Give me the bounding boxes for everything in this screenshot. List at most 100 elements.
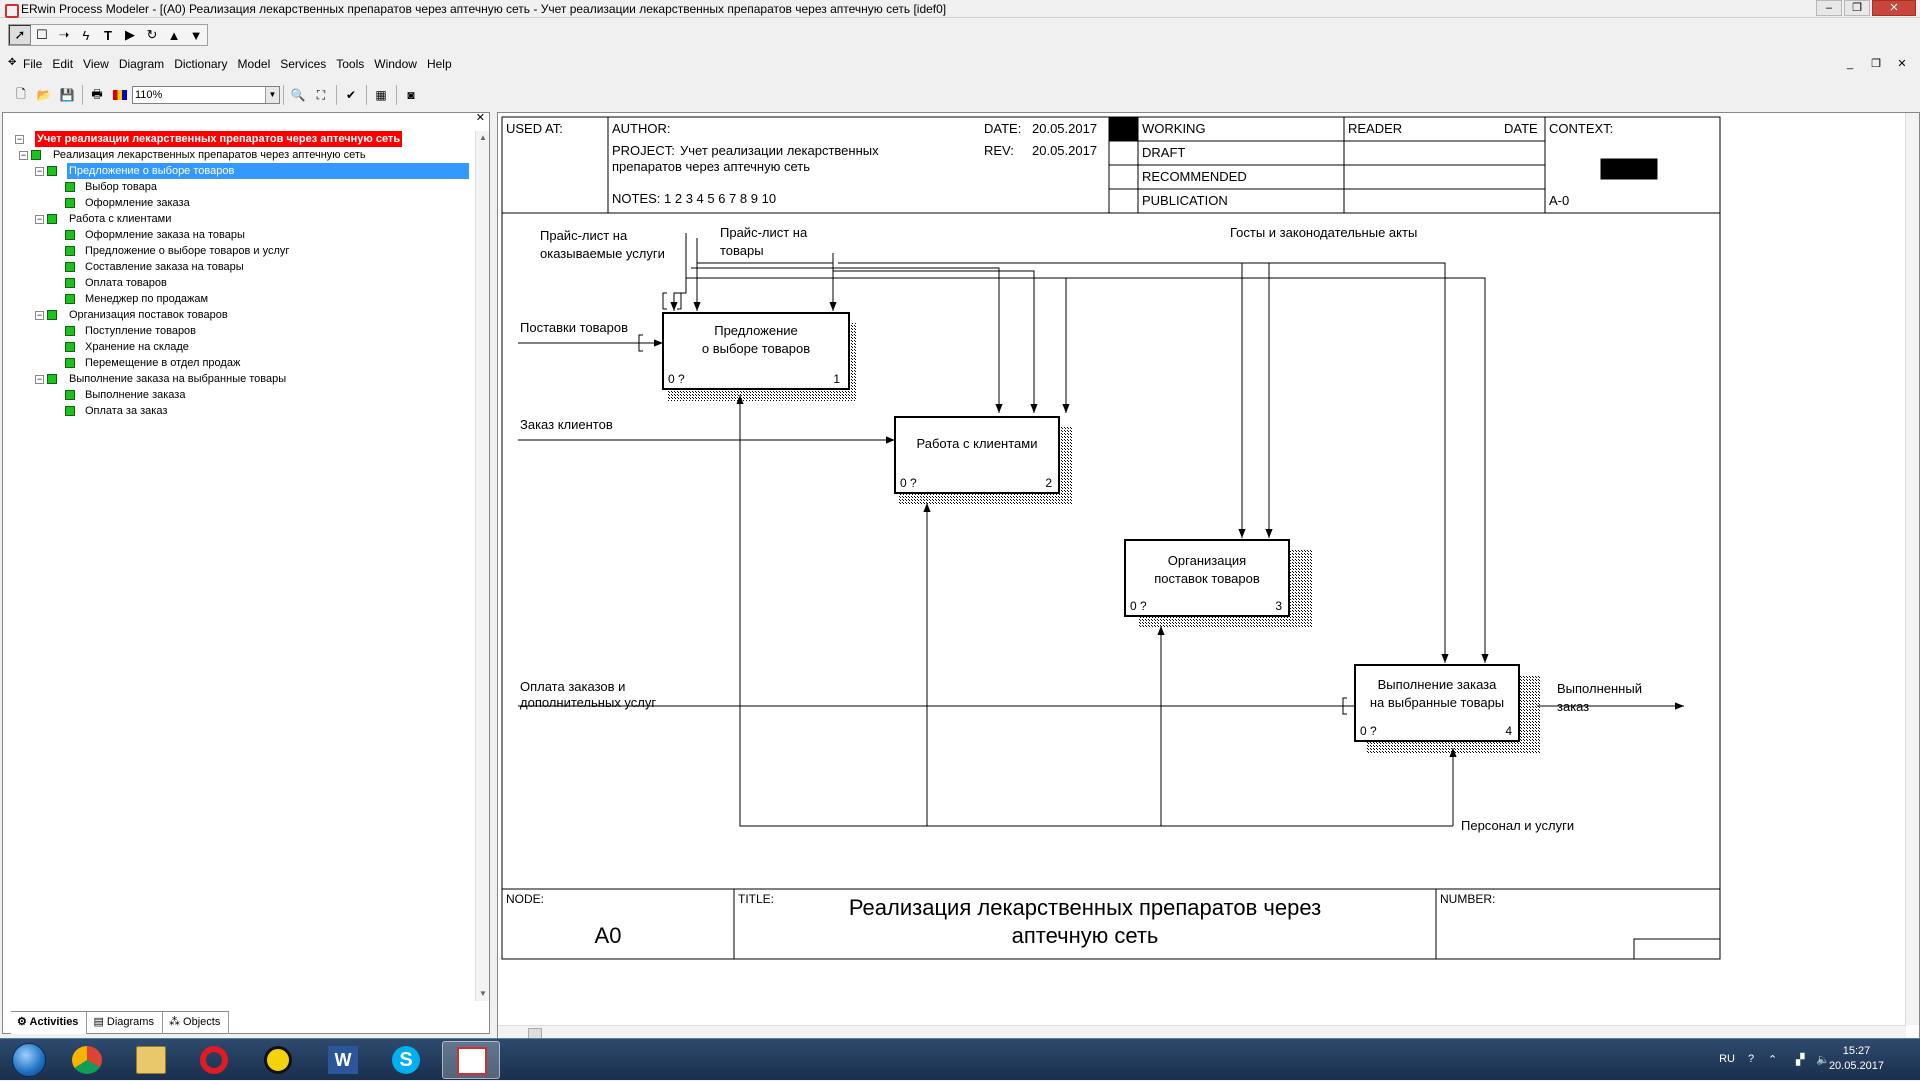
arrow-price-to-box2b[interactable] [833, 270, 1038, 413]
tab-diagrams[interactable]: ▤ Diagrams [87, 1012, 163, 1034]
tree-node-leaf[interactable]: Менеджер по продажам [7, 291, 473, 307]
mdi-doc-icon[interactable]: ✥ [8, 57, 17, 68]
model-explorer-icon[interactable]: ▦ [375, 88, 387, 102]
menu-edit[interactable]: Edit [52, 57, 74, 71]
menu-window[interactable]: Window [374, 57, 417, 71]
arrow-staff-box1[interactable] [736, 395, 1453, 827]
clock[interactable]: 15:27 20.05.2017 [1829, 1044, 1884, 1074]
label-price-services[interactable]: оказываемые услуги [540, 246, 665, 261]
tree-node-group[interactable]: − Предложение о выборе товаров [7, 163, 473, 179]
menu-model[interactable]: Model [237, 57, 271, 71]
taskbar-opera[interactable] [186, 1041, 244, 1079]
collapse-icon[interactable]: − [35, 374, 44, 384]
label-price-goods[interactable]: Прайс-лист на [720, 225, 808, 240]
menu-services[interactable]: Services [280, 57, 327, 71]
tree-node-leaf[interactable]: Оплата товаров [7, 275, 473, 291]
label-client-orders[interactable]: Заказ клиентов [520, 417, 613, 432]
volume-icon[interactable]: 🔈 [1816, 1054, 1830, 1066]
start-button[interactable] [2, 1039, 54, 1081]
taskbar-word[interactable]: W [314, 1041, 372, 1079]
tree-node-leaf[interactable]: Предложение о выборе товаров и услуг [7, 243, 473, 259]
taskbar-explorer[interactable] [122, 1041, 180, 1079]
maximize-button[interactable]: ❐ [1844, 0, 1870, 16]
label-supply[interactable]: Поставки товаров [520, 320, 628, 335]
collapse-icon[interactable]: − [15, 134, 24, 144]
menu-file[interactable]: File [23, 57, 43, 71]
new-icon[interactable]: 🗋 [16, 86, 26, 101]
menu-tools[interactable]: Tools [336, 57, 365, 71]
off-page-tool-icon[interactable]: ▶ [125, 27, 135, 42]
label-payment[interactable]: дополнительных услуг [520, 695, 656, 710]
close-button[interactable]: ✕ [1872, 0, 1916, 16]
arrow-gost-box4a[interactable] [1269, 262, 1449, 663]
tree-node-leaf[interactable]: Выбор товара [7, 179, 473, 195]
menu-view[interactable]: View [83, 57, 109, 71]
spell-check-icon[interactable]: ✔ [345, 88, 357, 102]
arrow-gost-box3b[interactable] [1242, 262, 1273, 538]
tree-node-leaf[interactable]: Выполнение заказа [7, 387, 473, 403]
arrow-price-services[interactable] [670, 233, 687, 311]
tree-node-leaf[interactable]: Составление заказа на товары [7, 259, 473, 275]
arrow-price-goods-b1c[interactable] [697, 262, 837, 311]
print-icon[interactable]: 🖶 [91, 86, 103, 101]
label-gost[interactable]: Госты и законодательные акты [1230, 225, 1417, 240]
mdi-close-button[interactable]: ✕ [1897, 58, 1907, 70]
network-icon[interactable]: ▞ [1796, 1054, 1805, 1066]
tree-node-leaf[interactable]: Оформление заказа на товары [7, 227, 473, 243]
canvas-hscrollbar[interactable] [498, 1025, 1906, 1041]
tree-node-leaf[interactable]: Оформление заказа [7, 195, 473, 211]
explorer-scrollbar[interactable]: ▲ ▼ [475, 131, 489, 1001]
undo-tool-icon[interactable]: ↻ [146, 27, 158, 42]
tree-node-root[interactable]: − Учет реализации лекарственных препарат… [7, 131, 473, 147]
arrow-price-to-box2a[interactable] [691, 267, 1003, 413]
tree-node-a0[interactable]: − Реализация лекарственных препаратов че… [7, 147, 473, 163]
color-icon[interactable] [109, 84, 131, 106]
menu-dictionary[interactable]: Dictionary [174, 57, 228, 71]
activity-box-1[interactable]: Предложение о выборе товаров 0 ? 1 [662, 312, 850, 390]
tree-node-group[interactable]: − Работа с клиентами [7, 211, 473, 227]
help-icon[interactable]: ? [1748, 1053, 1755, 1065]
collapse-icon[interactable]: − [19, 150, 28, 160]
zoom-select[interactable]: 110% ▼ [132, 86, 280, 104]
diagram-canvas[interactable]: USED AT: AUTHOR: PROJECT: Учет реализаци… [497, 112, 1920, 1042]
squiggle-tool-icon[interactable]: ϟ [82, 27, 90, 43]
save-icon[interactable]: 💾 [59, 88, 75, 102]
go-to-child-icon[interactable]: ▼ [189, 27, 203, 43]
label-price-goods[interactable]: товары [720, 243, 764, 258]
tree-node-leaf[interactable]: Поступление товаров [7, 323, 473, 339]
taskbar-skype[interactable]: S [378, 1041, 436, 1079]
activity-box-2[interactable]: Работа с клиентами 0 ? 2 [894, 416, 1060, 494]
chevron-up-icon[interactable]: ⌃ [1768, 1054, 1778, 1066]
tree-node-leaf[interactable]: Хранение на складе [7, 339, 473, 355]
close-icon[interactable]: ✕ [475, 112, 485, 124]
pointer-tool-icon[interactable]: ➚ [9, 25, 31, 45]
model-mart-icon[interactable]: ◙ [407, 88, 415, 102]
label-price-services[interactable]: Прайс-лист на [540, 228, 628, 243]
activity-box-3[interactable]: Организация поставок товаров 0 ? 3 [1124, 539, 1290, 617]
tree-node-group[interactable]: − Выполнение заказа на выбранные товары [7, 371, 473, 387]
zoom-fit-icon[interactable]: ⛶ [316, 87, 326, 102]
text-tool-icon[interactable]: T [104, 27, 112, 43]
tree-node-leaf[interactable]: Оплата за заказ [7, 403, 473, 419]
label-done-order[interactable]: Выполненный [1557, 681, 1642, 696]
tab-objects[interactable]: ⁂ Objects [163, 1012, 230, 1034]
arrow-gost-box4b[interactable] [1066, 277, 1489, 663]
tree-node-leaf[interactable]: Перемещение в отдел продаж [7, 355, 473, 371]
taskbar-messenger[interactable] [250, 1041, 308, 1079]
tree-node-group[interactable]: − Организация поставок товаров [7, 307, 473, 323]
language-indicator[interactable]: RU [1719, 1053, 1735, 1065]
label-done-order[interactable]: заказ [1557, 699, 1589, 714]
scroll-down-icon[interactable]: ▼ [479, 989, 487, 998]
open-icon[interactable]: 📂 [36, 88, 52, 102]
collapse-icon[interactable]: − [35, 310, 44, 320]
box-tool-icon[interactable]: ☐ [36, 27, 48, 42]
taskbar-erwin[interactable] [442, 1041, 500, 1079]
menu-help[interactable]: Help [426, 57, 452, 71]
chevron-down-icon[interactable]: ▼ [265, 87, 279, 103]
arrow-tool-icon[interactable]: ➝ [58, 27, 70, 42]
taskbar-chrome[interactable] [58, 1041, 116, 1079]
collapse-icon[interactable]: − [35, 214, 44, 224]
mdi-minimize-button[interactable]: _ [1846, 58, 1854, 70]
go-to-parent-icon[interactable]: ▲ [167, 27, 181, 43]
tab-activities[interactable]: ⚙ Activities [11, 1012, 88, 1034]
